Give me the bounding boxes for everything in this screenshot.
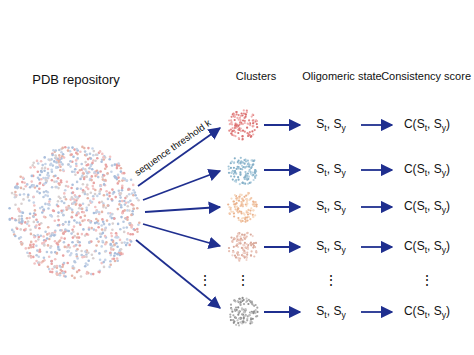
column-heading: ⋮ bbox=[420, 273, 434, 288]
state-text: St, Sy bbox=[316, 305, 345, 318]
state-text: C(St, Sy) bbox=[404, 200, 450, 213]
column-heading: PDB repository bbox=[32, 73, 119, 87]
column-heading: Consistency score bbox=[381, 70, 471, 82]
state-text: C(St, Sy) bbox=[404, 118, 450, 131]
state-text: C(St, Sy) bbox=[404, 163, 450, 176]
column-heading: ⋮ bbox=[324, 273, 338, 288]
column-heading: Oligomeric state bbox=[302, 70, 381, 82]
state-text: St, Sy bbox=[316, 240, 345, 253]
cluster-blobs bbox=[227, 109, 259, 326]
state-text: St, Sy bbox=[316, 200, 345, 213]
arrow-label: sequence threshold k bbox=[133, 118, 213, 178]
state-text: C(St, Sy) bbox=[404, 240, 450, 253]
pdb-cloud bbox=[8, 146, 140, 280]
state-text: St, Sy bbox=[316, 163, 345, 176]
state-text: C(St, Sy) bbox=[404, 305, 450, 318]
column-heading: Clusters bbox=[236, 70, 276, 82]
column-heading: ⋮ bbox=[236, 273, 250, 288]
state-text: St, Sy bbox=[316, 118, 345, 131]
column-heading: ⋮ bbox=[198, 273, 212, 288]
